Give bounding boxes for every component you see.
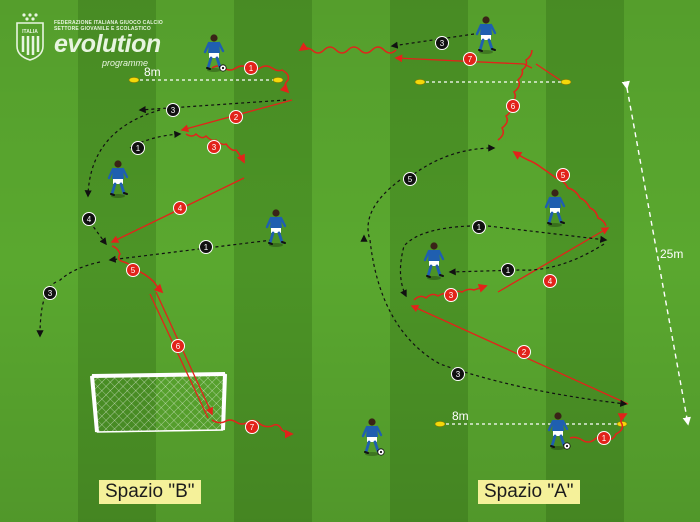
step-badge: 1 <box>501 263 515 277</box>
svg-text:5: 5 <box>561 171 566 180</box>
dribble-path <box>497 49 533 141</box>
zone-b-label: Spazio "B" <box>99 480 201 504</box>
player-icon <box>475 16 497 54</box>
cone <box>128 77 140 83</box>
svg-text:1: 1 <box>477 223 482 232</box>
run-path <box>487 225 608 243</box>
svg-text:3: 3 <box>48 289 53 298</box>
player-icon <box>547 412 571 450</box>
dribble-path <box>211 65 290 94</box>
step-badge: 2 <box>517 345 531 359</box>
step-badge: 6 <box>506 99 520 113</box>
step-badge: 2 <box>229 110 243 124</box>
svg-text:2: 2 <box>234 113 239 122</box>
svg-text:3: 3 <box>212 143 217 152</box>
player-icon <box>265 209 287 247</box>
svg-text:3: 3 <box>440 39 445 48</box>
step-badges: 1 2 3 4 5 6 7 1 3 4 1 3 1 2 3 4 5 6 7 1 … <box>43 36 611 445</box>
measure-labels: 8m 8m 25m <box>144 65 683 423</box>
svg-text:5: 5 <box>408 175 413 184</box>
svg-text:3: 3 <box>449 291 454 300</box>
step-badge: 7 <box>245 420 259 434</box>
player-icon <box>544 189 566 227</box>
evolution-logo: ITALIA FEDERAZIONE ITALIANA GIUOCO CALCI… <box>14 12 184 72</box>
step-badge: 5 <box>403 172 417 186</box>
step-badge: 5 <box>126 263 140 277</box>
measure-label-a-width: 8m <box>452 409 469 423</box>
svg-text:1: 1 <box>249 64 254 73</box>
step-badge: 4 <box>173 201 187 215</box>
logo-subtitle: programme <box>102 58 149 68</box>
step-badge: 7 <box>463 52 477 66</box>
svg-text:2: 2 <box>522 348 527 357</box>
pass-line <box>497 227 610 293</box>
svg-text:1: 1 <box>506 266 511 275</box>
measure-lines <box>134 79 691 426</box>
cones <box>128 77 628 427</box>
step-badge: 1 <box>597 431 611 445</box>
svg-text:6: 6 <box>176 342 181 351</box>
dribble-path <box>512 151 607 227</box>
player-icon <box>423 242 445 280</box>
step-badge: 3 <box>444 288 458 302</box>
svg-text:4: 4 <box>548 277 553 286</box>
step-badge: 3 <box>43 286 57 300</box>
svg-text:6: 6 <box>511 102 516 111</box>
svg-text:1: 1 <box>204 243 209 252</box>
svg-text:7: 7 <box>468 55 473 64</box>
step-badge: 1 <box>199 240 213 254</box>
federation-text: FEDERAZIONE ITALIANA GIUOCO CALCIO SETTO… <box>54 20 164 32</box>
step-badge: 1 <box>131 141 145 155</box>
cone <box>414 79 426 85</box>
cone <box>272 77 284 83</box>
svg-text:3: 3 <box>456 370 461 379</box>
svg-text:5: 5 <box>131 266 136 275</box>
run-path <box>413 144 496 175</box>
step-badge: 1 <box>244 61 258 75</box>
step-badge: 3 <box>207 140 221 154</box>
cone <box>560 79 572 85</box>
step-badge: 1 <box>472 220 486 234</box>
run-path <box>138 99 287 114</box>
logo-title: evolution <box>54 30 161 58</box>
svg-text:4: 4 <box>178 204 183 213</box>
player-icon <box>203 34 227 72</box>
step-badge: 4 <box>82 212 96 226</box>
dribble-path <box>185 132 245 164</box>
measure-label-a-length: 25m <box>660 247 683 261</box>
step-badge: 4 <box>543 274 557 288</box>
pass-line <box>394 54 533 69</box>
run-path <box>129 130 182 149</box>
figc-crest-icon: ITALIA <box>16 13 44 61</box>
svg-text:3: 3 <box>171 106 176 115</box>
svg-text:4: 4 <box>87 215 92 224</box>
step-badge: 6 <box>171 339 185 353</box>
measure-label-b: 8m <box>144 65 161 79</box>
svg-text:ITALIA: ITALIA <box>22 29 38 35</box>
run-path <box>84 109 161 198</box>
svg-text:1: 1 <box>136 144 141 153</box>
run-path <box>390 33 475 49</box>
step-badge: 5 <box>556 168 570 182</box>
players <box>107 16 571 456</box>
run-path <box>399 225 471 298</box>
player-icon <box>107 160 129 198</box>
step-badge: 3 <box>435 36 449 50</box>
zone-b-paths <box>36 65 294 439</box>
svg-text:1: 1 <box>602 434 607 443</box>
run-path <box>57 261 101 283</box>
goal <box>90 372 227 433</box>
zone-a-label: Spazio "A" <box>478 480 580 504</box>
svg-text:7: 7 <box>250 423 255 432</box>
step-badge: 3 <box>451 367 465 381</box>
dribble-path <box>298 42 397 54</box>
cone <box>434 421 446 427</box>
player-icon <box>361 418 385 456</box>
step-badge: 3 <box>166 103 180 117</box>
